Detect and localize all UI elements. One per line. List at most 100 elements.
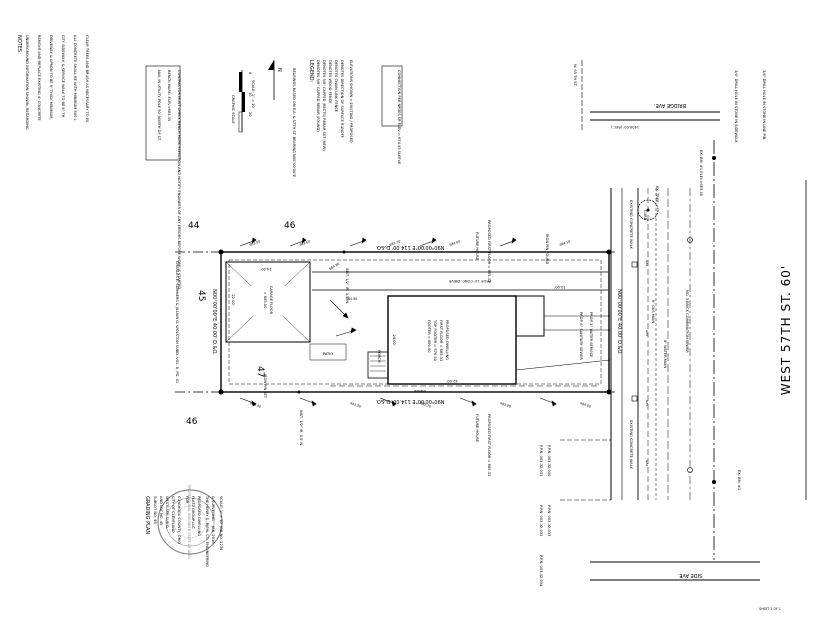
iron-pin-label: IRON PIN SET — [263, 374, 267, 399]
future-house-south-floor: PROPOSED FIRST FLOOR = 685.33 — [487, 414, 491, 476]
svg-text:683.60: 683.60 — [299, 239, 311, 247]
curb-label: CURB — [643, 210, 647, 221]
bm-note: EX. BM. #1 ELEV=683.39 — [699, 150, 703, 197]
legend: LEGEND: DENOTES 5/8" CAPPED REBAR (FOUND… — [308, 60, 353, 151]
benchmark-line-1: CONTRACTOR MUST CHECK BENCH MARK ELEVATI… — [177, 70, 181, 290]
title-line: FLATZ GROUP LLC — [191, 496, 195, 529]
note-6: CLEAR TREES AND BRUSH AS NECESSARY TO ES — [85, 35, 89, 123]
title-line: FOR — [185, 496, 189, 504]
adjacent-owner-label: CHARLES E. SOMMERS & JILLIAN G. WOLSTON … — [175, 261, 179, 383]
garage: GARAGE FLOOR = 685.00 22.00' 24.00' — [225, 261, 311, 343]
svg-text:683.50: 683.50 — [249, 239, 261, 247]
bridge-ave: BRIDGE AVE. 1400.00' (REC.) W. 65 TH ST. — [573, 60, 720, 130]
drive-dim: 10.00' — [554, 285, 565, 289]
gas-main-label: 6" GAS MAIN — [651, 300, 655, 323]
proposed-dwelling: PORCH PROPOSED DWELLING FIRST FLOOR = 68… — [367, 295, 545, 385]
svg-text:N: N — [276, 68, 282, 72]
title-line: JOB NO. 1234 — [219, 525, 223, 551]
swale-label: SWALE — [413, 389, 426, 393]
svg-text:683.40: 683.40 — [250, 401, 262, 409]
title-line: PROPOSED DWELLING — [197, 496, 201, 536]
w65-label: W. 65 TH ST. — [573, 64, 577, 86]
title-line: AND LOT NO. 45 — [159, 496, 163, 525]
sanitary-lateral-label: PROP. 6" SANITARY SEWER — [579, 312, 583, 360]
title-line: CUYAHOGA COUNTY, OHIO — [177, 496, 181, 544]
lot-number: 45 — [196, 290, 206, 301]
dwelling-line-3: TOP FOOTER = 676.50 — [433, 319, 437, 362]
svg-text:683.70: 683.70 — [420, 401, 432, 409]
bridge-ave-label: BRIDGE AVE. — [654, 102, 687, 108]
svg-text:684.00: 684.00 — [580, 401, 592, 409]
garage-dim-depth: 24.00' — [260, 267, 271, 271]
benchmark-line-3: NAIL IN UTILITY POLE 50' NORTH OF ST. — [157, 70, 161, 141]
svg-text:GAS: GAS — [645, 260, 649, 266]
svg-text:683.70: 683.70 — [389, 239, 401, 247]
svg-text:683.90: 683.90 — [500, 401, 512, 409]
tree-label: EX. TREE — [655, 186, 659, 203]
legend-item-1: DENOTES 5/8" CAPPED REBAR (FOUND) — [316, 60, 320, 132]
sheet-footer: SHEET 1 OF 1 — [759, 607, 781, 611]
gas-line-labels: GAS GAS GAS GAS — [645, 260, 649, 466]
west-line-bearing: N00°00'00"E 40.00' D.&O. — [211, 289, 217, 355]
legend-item-4: DENOTES CHAIN LINK FENCE — [334, 60, 338, 113]
iron-pin-label: IRON PIN FOUND — [545, 234, 549, 264]
drive-label: PROP. 10' CONC. DRIVE — [448, 279, 491, 283]
bearings-basis: BEARINGS BASED ON E.A. & 57TH ST. BEARIN… — [292, 68, 296, 178]
legend-heading: LEGEND: — [308, 60, 314, 83]
existing-walk-label-north: EXISTING CONCRETE WALK — [629, 200, 633, 250]
note-1: UNDERGROUND INFORMATION SHOWN, REGARDING — [25, 35, 29, 130]
title-line: SCALE: 1" = 10' — [219, 496, 223, 525]
west-57th-corridor — [610, 140, 715, 560]
dwelling-dim-depth: 24.00' — [392, 334, 396, 345]
svg-text:GAS: GAS — [645, 460, 649, 466]
bridge-dim: 1400.00' (REC.) — [610, 125, 639, 129]
porch-label: PORCH — [377, 350, 381, 363]
north-line-bearing: N90°00'00"E 114.00' D.&O. — [375, 244, 444, 250]
iron-pins — [218, 249, 612, 395]
graphic-scale-label: GRAPHIC SCALE — [231, 95, 235, 124]
side-ave-label: SIDE AVE. — [677, 572, 702, 578]
note-2: REMOVE AND REPLACE EXISTING 4" CONCRETE — [37, 35, 41, 121]
service-lines — [515, 315, 611, 371]
svg-text:684.10: 684.10 — [559, 239, 571, 247]
svg-text:684.90: 684.90 — [346, 297, 357, 301]
drill-hole-note: 3/4" DRILL HOLE IN STONE IN SIDEWALK — [734, 70, 738, 143]
title-line: WESTLAKE SUB'D. — [165, 496, 169, 529]
dwelling-dim-width: 42.00' — [446, 379, 457, 383]
driveway: PROP. 10' CONC. DRIVE 10.00' — [312, 271, 608, 291]
connection-note-box: CONNECTION PER NPDES SR ELEV = 674.95 SL… — [381, 65, 403, 165]
garage-label: GARAGE FLOOR — [269, 286, 273, 315]
catch-basin-icon — [631, 395, 638, 402]
svg-text:684.80: 684.80 — [329, 262, 341, 271]
benchmark-line-2: BENCH MARK: ELEV=683.39 — [167, 70, 171, 122]
note-5: ALL CONCRETE SHALL BE WITH MINIMUM 600 L — [73, 35, 77, 121]
west-57th-st-label: WEST 57TH ST. 60' — [779, 265, 793, 395]
lot-number: 44 — [188, 221, 200, 231]
title-line: & SURVEYING — [211, 496, 215, 521]
parcel-label: P.P.N. 003-32-031 — [539, 445, 543, 476]
garage-dim-width: 22.00' — [231, 294, 235, 305]
connection-note: CONNECTION PER NPDES SR ELEV = 674.95 SL… — [397, 70, 401, 165]
lot-number: 47 — [255, 366, 265, 377]
note-3: DRIVEWAY & APRON TO BE 6" THICK MINIMUM, — [49, 35, 53, 120]
side-ave: SIDE AVE. — [590, 561, 760, 581]
scale-tick-10: 10 — [248, 92, 252, 97]
future-house-north-floor: PROPOSED FIRST FLOOR = 685.33 — [487, 220, 491, 282]
scale-tick-0: 0 — [248, 72, 252, 75]
property-boundary — [220, 251, 610, 393]
future-house-north: FUTURE HOUSE — [475, 232, 479, 261]
patio-label: PATIO — [323, 352, 333, 356]
bm-note-south: EX. BM. #1 — [737, 470, 741, 490]
notes-heading: NOTES: — [16, 35, 22, 54]
title-block-heading: GRADING PLAN — [144, 496, 150, 534]
lot-number: 46 — [186, 417, 198, 427]
graphic-scale: GRAPHIC SCALE SCALE: 1" = 10' 0 10 20 — [231, 70, 255, 133]
north-arrow-icon: N — [268, 60, 282, 100]
runoff-arrows — [239, 237, 557, 407]
title-line: CITY OF CLEVELAND — [171, 496, 175, 533]
scale-tick-20: 20 — [248, 112, 252, 117]
engineer-seal: PROFESSIONAL ENGINEER STATE OF OHIO — [157, 485, 223, 559]
title-block: GRADING PLAN SUBLOT NO. 46 AND LOT NO. 4… — [144, 495, 223, 567]
dwelling-line-1: PROPOSED DWELLING — [445, 320, 449, 360]
svg-text:GAS: GAS — [645, 400, 649, 406]
